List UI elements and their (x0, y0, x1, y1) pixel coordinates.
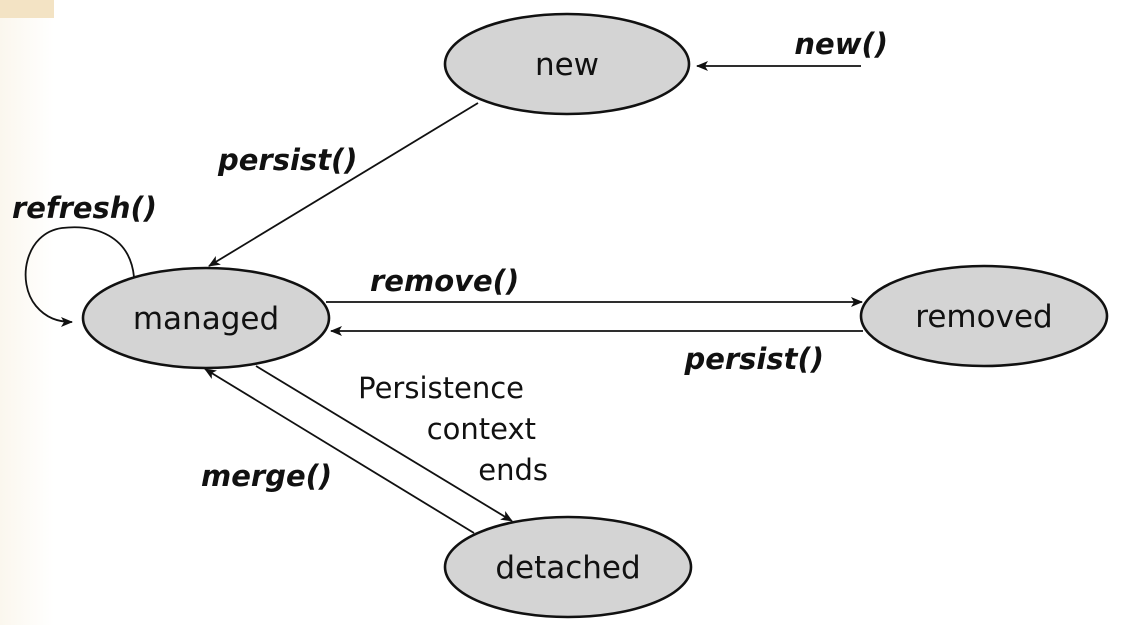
corner-texture (0, 0, 54, 18)
label-context-ends-line-1: Persistence (358, 371, 524, 405)
left-edge-fade (0, 18, 54, 625)
edge-detached-to-managed (204, 368, 475, 534)
state-managed: managed (81, 266, 331, 370)
label-context-ends-line-3: ends (478, 453, 548, 487)
edge-managed-to-detached (255, 365, 513, 522)
state-new: new (443, 12, 691, 116)
state-removed-label: removed (915, 299, 1052, 335)
state-new-label: new (535, 47, 599, 83)
edge-refresh-loop (24, 226, 135, 327)
label-persist-from-new: persist() (217, 143, 358, 177)
label-context-ends-line-2: context (427, 412, 536, 446)
state-detached: detached (443, 515, 693, 619)
label-refresh: refresh() (12, 191, 157, 225)
state-managed-label: managed (133, 301, 279, 337)
label-new-call: new() (794, 27, 888, 61)
label-merge: merge() (201, 459, 332, 493)
state-removed: removed (859, 264, 1109, 368)
label-persist-from-removed: persist() (683, 342, 824, 376)
label-remove: remove() (370, 264, 519, 298)
edge-new-to-managed (208, 102, 479, 267)
state-detached-label: detached (495, 550, 640, 586)
